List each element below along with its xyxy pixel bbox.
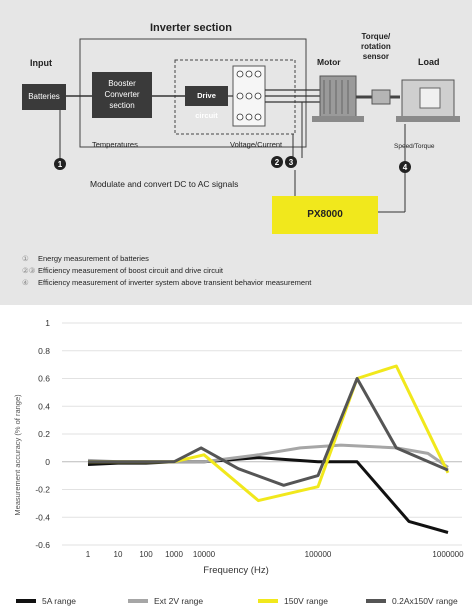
- x-tick-label: 1000000: [432, 550, 464, 559]
- legend-label: 150V range: [284, 596, 328, 606]
- chart-legend: 5A range Ext 2V range 150V range 0.2Ax150V …: [16, 596, 458, 606]
- legend-symbol-1: ①: [22, 254, 29, 263]
- x-axis-label: Frequency (Hz): [203, 565, 268, 576]
- chart-svg: -0.6 -0.4 -0.2 0 0.2 0.4 0.6 0.8 1 1 10 100 1000 100…: [13, 318, 464, 606]
- booster-label-2: Converter: [104, 90, 140, 99]
- y-tick-label: 0: [45, 457, 50, 467]
- inverter-section-label: Inverter section: [150, 22, 232, 34]
- series-line-1: [87, 456, 449, 534]
- booster-label-3: section: [109, 101, 135, 110]
- speed-torque-label: Speed/Torque: [394, 143, 435, 150]
- torque-sensor-label: Torque/ rotation sensor: [361, 32, 391, 62]
- legend-label: 5A range: [42, 596, 76, 606]
- y-tick-label: 0.6: [38, 374, 50, 384]
- accuracy-chart: -0.6 -0.4 -0.2 0 0.2 0.4 0.6 0.8 1 1 10 100 1000 100…: [0, 305, 472, 610]
- x-tick-label: 100: [139, 550, 153, 559]
- load-label: Load: [418, 57, 440, 67]
- system-diagram: 1 2 3 4 Inverter section Input Batteries…: [0, 0, 472, 305]
- series-lines: [87, 364, 450, 534]
- y-tick-label: -0.6: [35, 540, 50, 550]
- y-tick-label: 0.8: [38, 346, 50, 356]
- y-axis-label: Measurement accuracy (% of range): [13, 394, 22, 516]
- series-line-4: [88, 377, 449, 487]
- x-tick-labels: 1 10 100 1000 10000 100000 1000000: [86, 550, 464, 559]
- drive-circuit-box: Drive circuit: [185, 86, 228, 120]
- x-tick-label: 1000: [165, 550, 183, 559]
- marker-4: 4: [403, 163, 408, 172]
- px8000-box: PX8000: [272, 196, 378, 234]
- legend-item-1: ① Energy measurement of batteries: [22, 254, 149, 263]
- y-tick-label: -0.2: [35, 485, 50, 495]
- diagram-lines: 1 2 3 4: [54, 38, 460, 213]
- torque-label-3: sensor: [362, 52, 389, 61]
- y-tick-label: -0.4: [35, 512, 50, 522]
- drive-circuit-label: Drive circuit: [195, 91, 218, 120]
- y-tick-label: 0.4: [38, 401, 50, 411]
- y-tick-labels: -0.6 -0.4 -0.2 0 0.2 0.4 0.6 0.8 1: [35, 318, 50, 550]
- marker-2: 2: [275, 158, 280, 167]
- legend-text-1: Energy measurement of batteries: [38, 254, 149, 263]
- legend-text-2: Efficiency measurement of boost circuit …: [38, 266, 223, 275]
- px8000-label: PX8000: [307, 209, 343, 220]
- batteries-box: Batteries: [22, 84, 66, 110]
- legend-text-3: Efficiency measurement of inverter syste…: [38, 278, 312, 287]
- marker-3: 3: [289, 158, 294, 167]
- marker-1: 1: [58, 160, 63, 169]
- x-tick-label: 1: [86, 550, 91, 559]
- legend-symbol-2: ②③: [22, 266, 36, 275]
- y-tick-label: 1: [45, 318, 50, 328]
- booster-label-1: Booster: [108, 79, 136, 88]
- x-tick-label: 100000: [305, 550, 332, 559]
- booster-box: Booster Converter section: [92, 72, 152, 118]
- temperatures-label: Temperatures: [92, 140, 138, 149]
- motor-label: Motor: [317, 57, 341, 67]
- torque-label-2: rotation: [361, 42, 391, 51]
- voltage-current-label: Voltage/Current: [230, 140, 283, 149]
- legend-label: 0.2Ax150V range: [392, 596, 458, 606]
- batteries-label: Batteries: [28, 92, 60, 101]
- modulate-label: Modulate and convert DC to AC signals: [90, 179, 239, 189]
- torque-label-1: Torque/: [361, 32, 391, 41]
- x-tick-label: 10: [114, 550, 123, 559]
- legend-label: Ext 2V range: [154, 596, 203, 606]
- y-tick-label: 0.2: [38, 429, 50, 439]
- x-tick-label: 10000: [193, 550, 216, 559]
- input-label: Input: [30, 58, 52, 68]
- legend-symbol-3: ④: [22, 278, 29, 287]
- legend-item-3: ④ Efficiency measurement of inverter syst…: [22, 278, 311, 287]
